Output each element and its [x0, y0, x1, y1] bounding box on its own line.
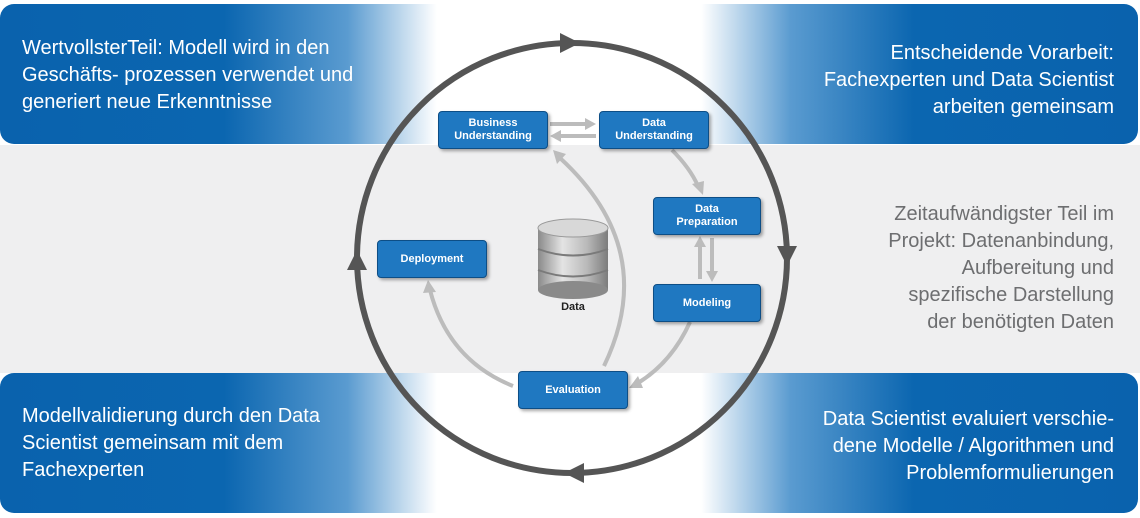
- phase-modeling: Modeling: [653, 284, 761, 322]
- cycle-arrow-bottom-icon: [564, 463, 584, 483]
- text-most-time-consuming: Zeitaufwändigster Teil im Projekt: Daten…: [888, 203, 1114, 333]
- banner-text-preparatory-work: Entscheidende Vorarbeit: Fachexperten un…: [823, 42, 1114, 118]
- arrow-head-business-icon: [553, 150, 566, 164]
- data-store-label: Data: [561, 301, 585, 313]
- arrow-head-preparation-icon: [692, 181, 704, 195]
- arrow-evaluation-to-deployment: [428, 289, 514, 388]
- cycle-arrow-top-icon: [560, 33, 580, 53]
- arrow-evaluation-to-business: [558, 156, 627, 367]
- arrow-preparation-to-modeling: [706, 238, 718, 282]
- arrow-modeling-to-preparation: [694, 236, 706, 279]
- arrow-head-evaluation-icon: [629, 376, 643, 388]
- arrow-head-deployment-icon: [423, 280, 436, 293]
- phase-data-preparation: Data Preparation: [653, 197, 761, 235]
- phase-deployment: Deployment: [377, 240, 487, 278]
- banner-bottom-right: [578, 373, 1138, 513]
- banner-text-model-validation: Modellvalidierung durch den Data Scienti…: [22, 405, 320, 481]
- arrow-business-to-data: [550, 118, 596, 130]
- arrow-modeling-to-evaluation: [636, 321, 692, 385]
- phase-data-understanding: Data Understanding: [599, 111, 709, 149]
- banner-text-model-evaluation: Data Scientist evaluiert verschie- dene …: [822, 408, 1114, 484]
- banner-text-deployment-value: WertvollsterTeil: Modell wird in den Ges…: [22, 37, 354, 113]
- cycle-arrow-left-icon: [347, 250, 367, 270]
- phase-business-understanding: Business Understanding: [438, 111, 548, 149]
- phase-evaluation: Evaluation: [518, 371, 628, 409]
- database-cylinder-icon: [537, 218, 609, 299]
- cycle-arrow-right-icon: [777, 246, 797, 266]
- arrow-data-to-business: [550, 130, 596, 142]
- arrow-understanding-to-preparation: [670, 148, 700, 187]
